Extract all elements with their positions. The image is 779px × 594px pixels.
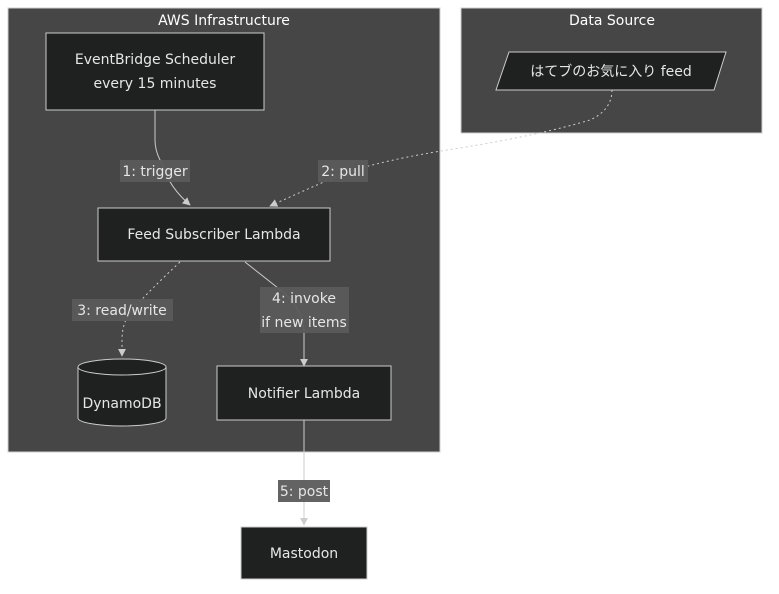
notifier-label: Notifier Lambda (248, 386, 360, 402)
svg-text:3: read/write: 3: read/write (77, 303, 167, 319)
svg-text:1: trigger: 1: trigger (122, 164, 188, 180)
edge-label-post: 5: post (278, 480, 330, 502)
cluster-source-title: Data Source (569, 13, 655, 29)
edge-label-invoke-line1: 4: invoke (272, 291, 336, 307)
cluster-aws-title: AWS Infrastructure (158, 13, 290, 29)
subscriber-label: Feed Subscriber Lambda (127, 227, 300, 243)
node-dynamodb[interactable]: DynamoDB (77, 358, 167, 427)
node-feed-subscriber-lambda[interactable]: Feed Subscriber Lambda (97, 207, 331, 262)
mastodon-label: Mastodon (270, 546, 338, 562)
edge-label-trigger: 1: trigger (120, 160, 190, 182)
edge-label-invoke-line2: if new items (261, 315, 347, 331)
feed-label: はてブのお気に入り feed (530, 63, 692, 80)
edge-label-invoke: 4: invoke if new items (260, 287, 349, 333)
node-notifier-lambda[interactable]: Notifier Lambda (216, 365, 392, 421)
svg-text:5: post: 5: post (280, 484, 329, 500)
svg-text:2: pull: 2: pull (321, 164, 365, 180)
dynamodb-label: DynamoDB (82, 396, 161, 412)
node-hatena-feed[interactable]: はてブのお気に入り feed (495, 51, 727, 91)
node-eventbridge-scheduler[interactable]: EventBridge Scheduler every 15 minutes (45, 32, 265, 111)
edge-label-pull: 2: pull (318, 160, 368, 182)
scheduler-subtitle: every 15 minutes (94, 76, 217, 92)
scheduler-title: EventBridge Scheduler (75, 52, 236, 68)
edge-label-readwrite: 3: read/write (72, 299, 173, 321)
node-mastodon[interactable]: Mastodon (240, 526, 368, 580)
